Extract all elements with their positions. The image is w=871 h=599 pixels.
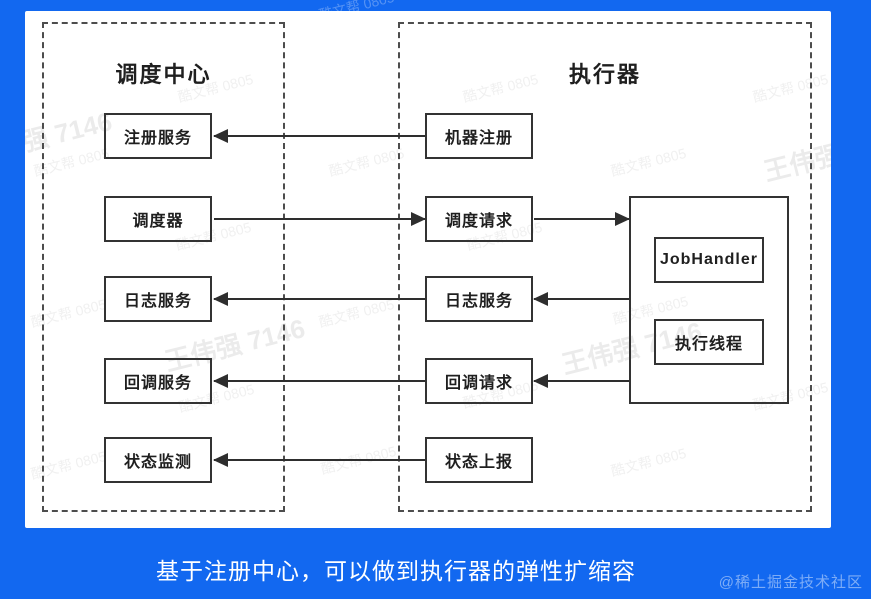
node-log-service-left: 日志服务 <box>104 276 212 322</box>
node-dispatch-request: 调度请求 <box>425 196 533 242</box>
node-callback-request: 回调请求 <box>425 358 533 404</box>
arrow-status-report-to-status-monitor <box>213 453 425 467</box>
node-dispatcher: 调度器 <box>104 196 212 242</box>
node-callback-service: 回调服务 <box>104 358 212 404</box>
diagram-card: 调度中心 执行器 注册服务 调度器 日志服务 回调服务 状态监测 机器注册 调度… <box>25 11 831 528</box>
scheduler-center-panel: 调度中心 <box>42 22 285 512</box>
executor-thread-group-box <box>629 196 789 404</box>
arrow-thread-group-to-callback-request <box>533 374 629 388</box>
node-job-handler: JobHandler <box>654 237 764 283</box>
node-log-service-right: 日志服务 <box>425 276 533 322</box>
community-credit: @稀土掘金技术社区 <box>718 574 863 591</box>
node-status-monitor: 状态监测 <box>104 437 212 483</box>
arrow-dispatch-request-to-thread-group <box>534 212 630 226</box>
node-machine-register: 机器注册 <box>425 113 533 159</box>
watermark-stamp: 酷文帮 0805 <box>327 144 406 180</box>
arrow-log-right-to-log-left <box>213 292 425 306</box>
node-status-report: 状态上报 <box>425 437 533 483</box>
node-exec-thread: 执行线程 <box>654 319 764 365</box>
arrow-thread-group-to-log-right <box>533 292 629 306</box>
arrow-callback-request-to-callback-service <box>213 374 425 388</box>
arrow-dispatcher-to-dispatch-request <box>214 212 426 226</box>
arrow-machine-register-to-registry <box>213 129 425 143</box>
executor-title: 执行器 <box>568 62 641 87</box>
executor-panel: 执行器 <box>398 22 812 512</box>
node-registry-service: 注册服务 <box>104 113 212 159</box>
footer-caption: 基于注册中心，可以做到执行器的弹性扩缩容 <box>156 558 636 584</box>
scheduler-center-title: 调度中心 <box>115 62 212 87</box>
